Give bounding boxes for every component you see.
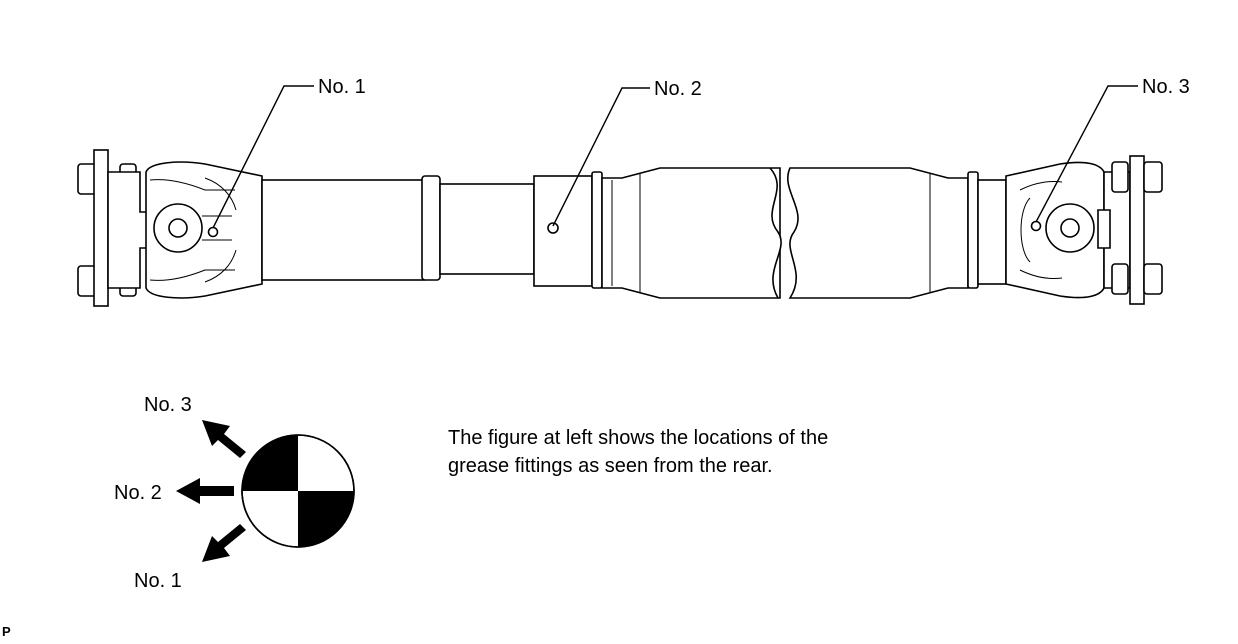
orientation-no1-label: No. 1 [134,570,182,592]
orientation-no3-label: No. 3 [144,394,192,416]
leader-no2 [552,87,650,227]
note-line-1: The figure at left shows the locations o… [448,427,829,449]
callout-no3-label: No. 3 [1142,76,1190,98]
quadrant-top-left [242,435,298,491]
callout-no1-label: No. 1 [318,76,366,98]
orientation-no2-label: No. 2 [114,482,162,504]
note-line-2: grease fittings as seen from the rear. [448,455,773,477]
orientation-note: The figure at left shows the locations o… [448,424,968,480]
left-flange-yoke [77,149,263,307]
grease-fitting-no1-marker [207,226,219,238]
grease-fitting-no2-marker [547,222,559,234]
callout-no2-label: No. 2 [654,78,702,100]
arrow-no1-icon [202,524,246,562]
corner-mark: P [2,624,11,639]
leader-no1 [212,85,314,229]
grease-fitting-no3-marker [1030,220,1042,232]
quadrant-bottom-right [298,491,354,547]
callout-leaders [212,85,1138,229]
leader-no3 [1035,85,1138,223]
orientation-indicator [176,420,355,562]
arrow-no3-icon [202,420,246,458]
shaft-body [261,167,1007,299]
arrow-no2-icon [176,478,234,504]
right-flange-yoke [1005,155,1163,305]
